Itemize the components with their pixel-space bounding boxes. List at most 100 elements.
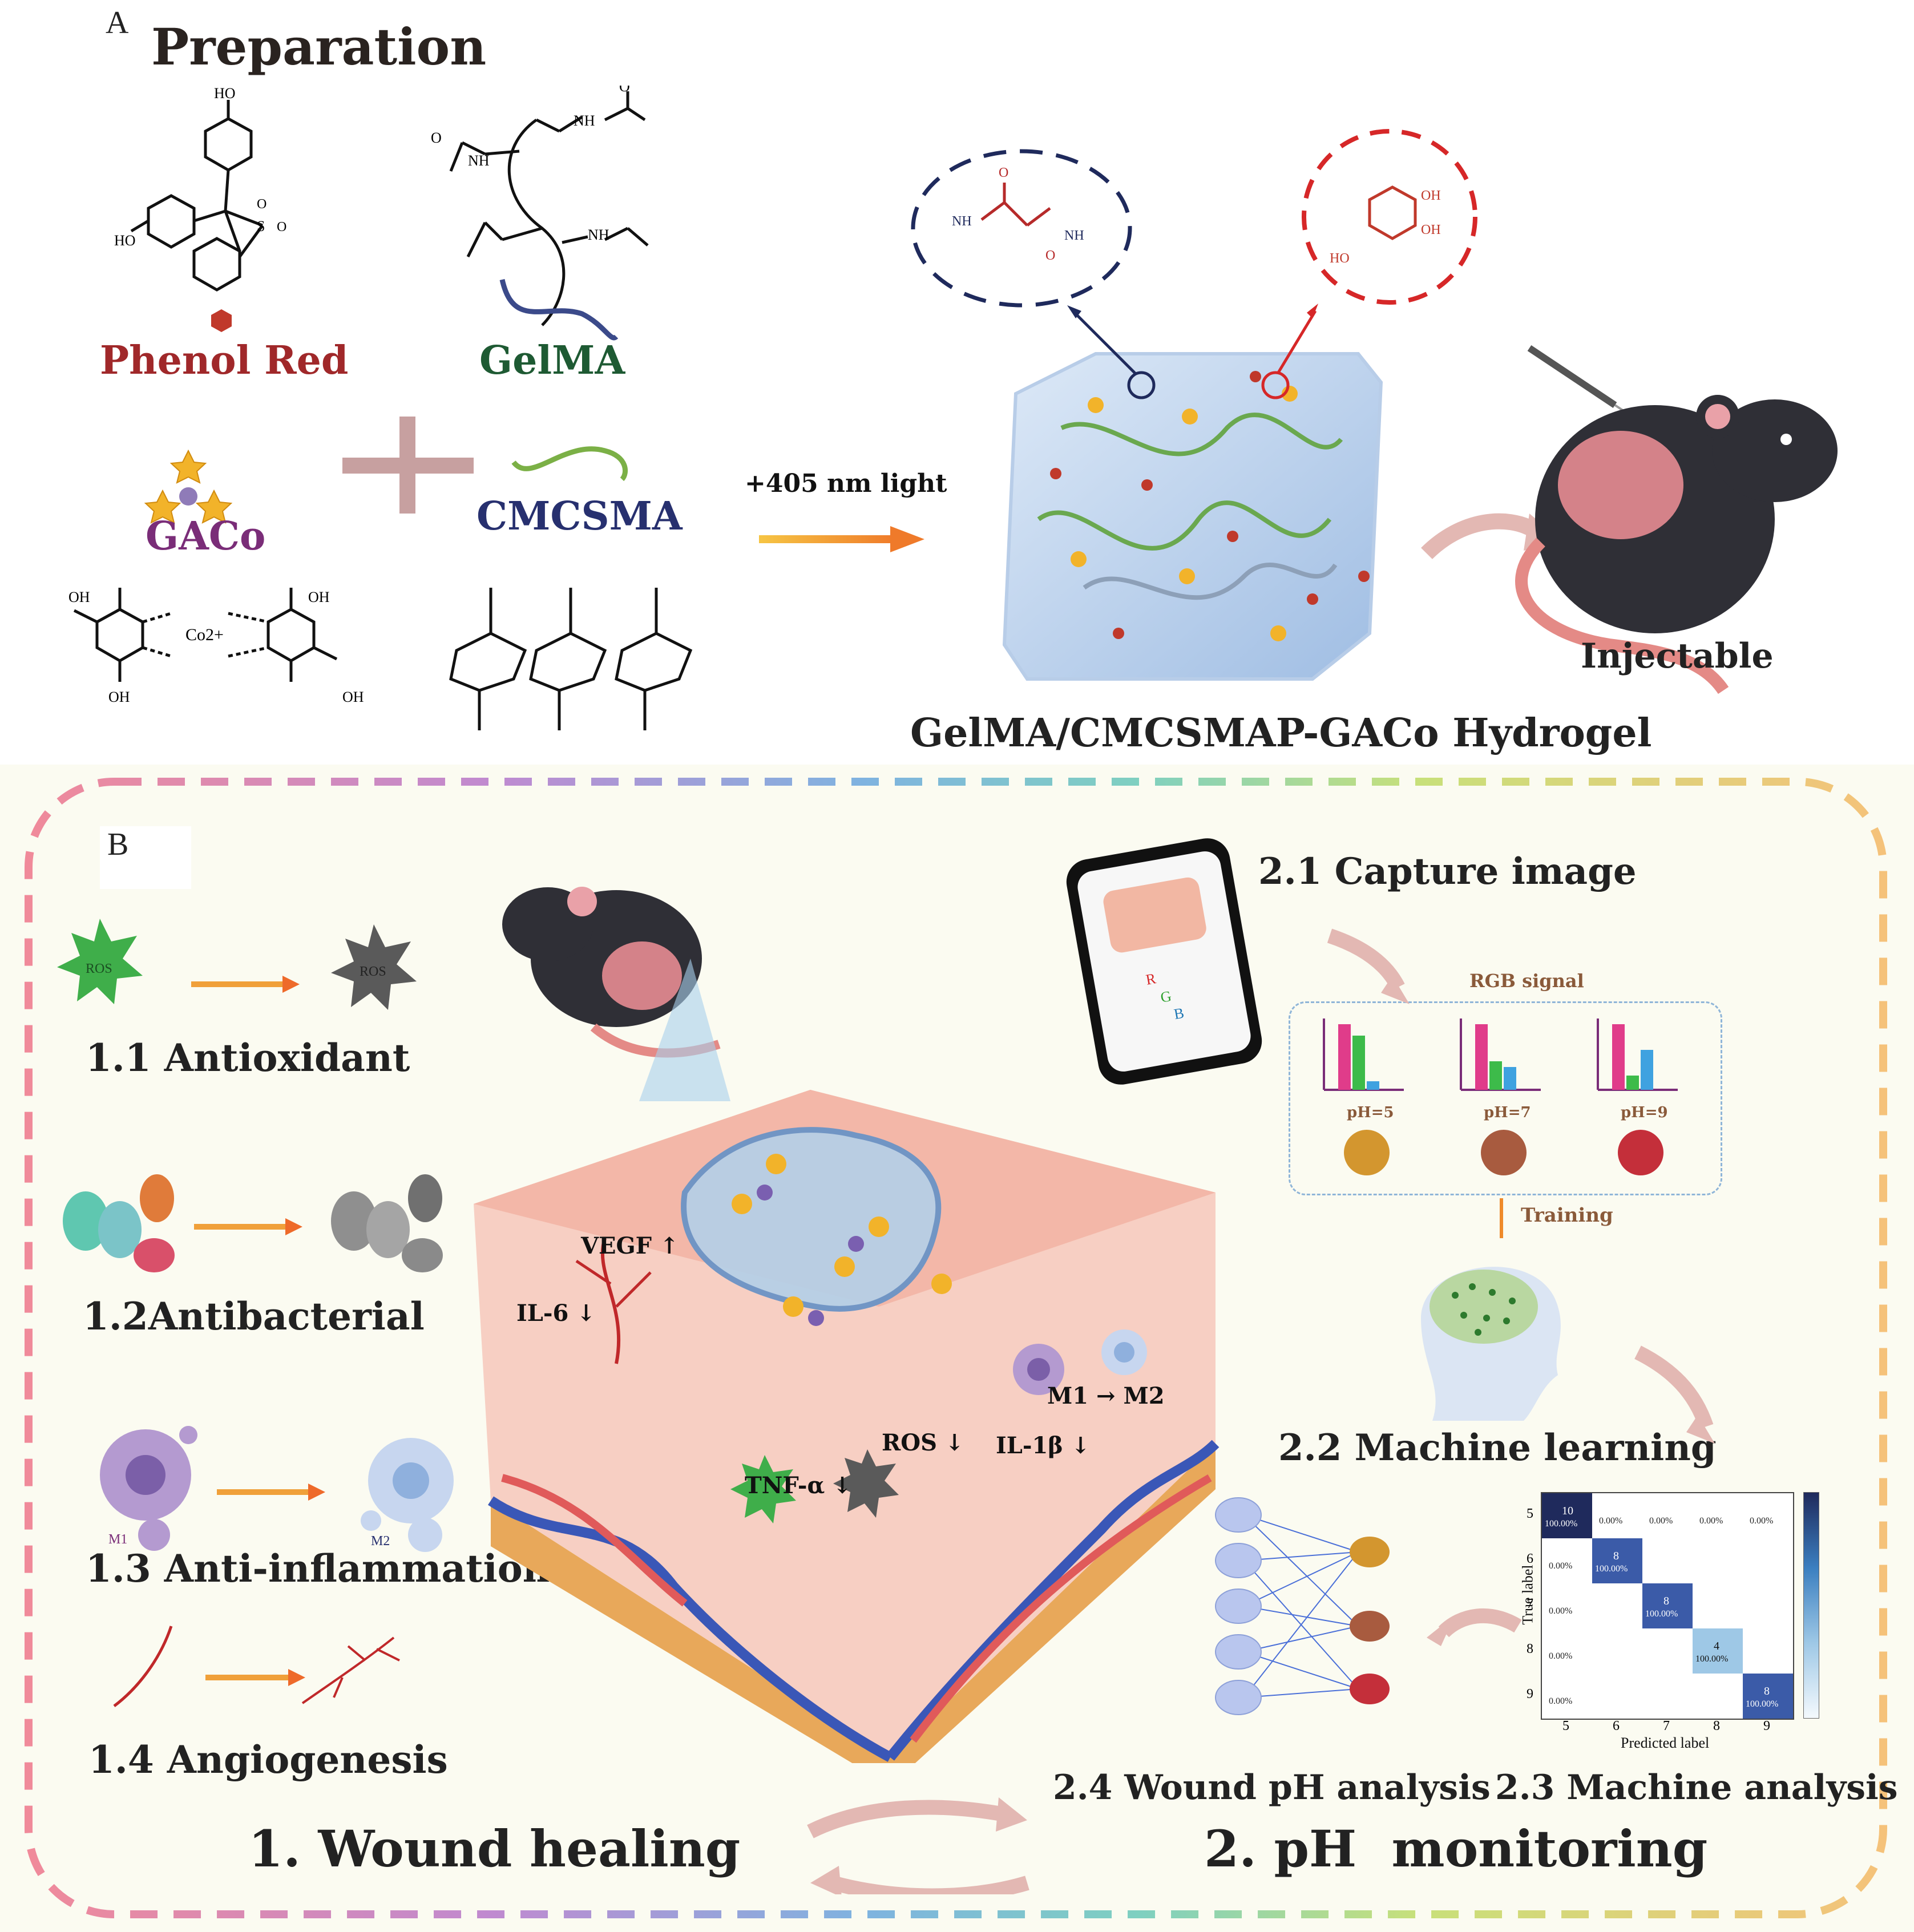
cm-count-2: 8 xyxy=(1663,1595,1669,1607)
vessel-branched xyxy=(301,1636,400,1704)
light-arrow-shaft xyxy=(759,535,896,543)
gelma-nh-3: NH xyxy=(588,227,609,243)
label-machine-analysis: 2.3 Machine analysis xyxy=(1495,1768,1898,1808)
neural-network xyxy=(1215,1497,1390,1715)
hbond-oh-2: OH xyxy=(1421,223,1441,237)
cm-cell-3-3 xyxy=(1693,1628,1743,1674)
gaco-icon xyxy=(144,449,233,524)
cm-row-label-7: 7 xyxy=(1527,1596,1533,1611)
gaco-oh-1: OH xyxy=(68,589,90,605)
gelma-o-1: O xyxy=(431,130,442,146)
training-arrow xyxy=(1500,1198,1503,1238)
ros-tag-right: ROS xyxy=(360,964,386,979)
anti-inflammation-arrow xyxy=(217,1489,311,1495)
ros-star-wound-grey xyxy=(833,1449,899,1518)
brain-head-icon xyxy=(1421,1267,1561,1421)
cm-col-label-9: 9 xyxy=(1763,1719,1770,1733)
ros-tag-left: ROS xyxy=(86,961,112,976)
label-antibacterial: 1.2Antibacterial xyxy=(83,1294,425,1339)
panel-b-letter-box xyxy=(100,826,191,889)
rgb-signal-box xyxy=(1289,1001,1722,1195)
bacteria-colored xyxy=(63,1174,175,1272)
cmcsma-chain xyxy=(511,446,628,482)
cmcsma-label: CMCSMA xyxy=(477,494,683,539)
ros-star-grey xyxy=(331,924,417,1010)
cm-off-0-4: 0.00% xyxy=(1750,1516,1774,1526)
label-vegf: VEGF ↑ xyxy=(581,1232,679,1259)
rgb-bar-charts xyxy=(1323,1018,1678,1175)
gelma-nh-1: NH xyxy=(574,112,595,129)
wound-mouse xyxy=(502,887,721,1058)
cm-cell-1-1 xyxy=(1592,1538,1642,1583)
phenol-ho-left: HO xyxy=(114,232,136,249)
cm-count-3: 4 xyxy=(1714,1640,1719,1652)
antioxidant-arrow xyxy=(191,981,285,987)
cm-colorbar xyxy=(1803,1492,1819,1719)
cm-cell-0-0 xyxy=(1542,1493,1592,1538)
panel-b-flow-arrows xyxy=(807,928,1715,1894)
nn-output-ph5 xyxy=(1350,1537,1390,1567)
hydrogel-cube xyxy=(1002,304,1383,681)
cm-off-3-0: 0.00% xyxy=(1549,1651,1573,1661)
label-il6-text: IL-6 xyxy=(516,1300,569,1327)
cm-off-0-3: 0.00% xyxy=(1699,1516,1723,1526)
nn-output-ph9 xyxy=(1350,1674,1390,1704)
phenol-red-label: Phenol Red xyxy=(100,338,349,383)
bacteria-grey xyxy=(331,1174,443,1272)
cm-off-0-1: 0.00% xyxy=(1599,1516,1623,1526)
healing-icons: ROS ROS M1 M2 xyxy=(57,919,454,1707)
cm-off-4-0: 0.00% xyxy=(1549,1696,1573,1706)
label-m1m2: M1 → M2 xyxy=(1047,1383,1165,1409)
phenol-red-hexagon xyxy=(211,309,232,332)
cm-off-2-0: 0.00% xyxy=(1549,1606,1573,1616)
panel-a-letter: A xyxy=(106,5,129,41)
cm-count-1: 8 xyxy=(1613,1550,1619,1562)
hbond-ho: HO xyxy=(1330,251,1350,266)
cm-row-label-5: 5 xyxy=(1527,1506,1533,1521)
gelma-nh-2: NH xyxy=(468,152,490,169)
label-il1b: IL-1β ↓ xyxy=(996,1432,1091,1459)
label-machine-learning: 2.2 Machine learning xyxy=(1278,1426,1717,1469)
wound-hydrogel xyxy=(681,1127,952,1326)
antibacterial-arrow xyxy=(194,1224,288,1230)
panel-b-letter: B xyxy=(107,827,129,862)
cm-off-0-2: 0.00% xyxy=(1649,1516,1673,1526)
gaco-oh-2: OH xyxy=(108,689,130,705)
macrophage-m2 xyxy=(361,1438,454,1552)
label-wound-ph-analysis: 2.4 Wound pH analysis xyxy=(1053,1768,1491,1808)
confusion-matrix: 10 8 8 4 8 100.00% 100.00% 100.00% 100.0… xyxy=(1541,1492,1794,1720)
hbond-red-circle xyxy=(1302,129,1477,305)
label-angiogenesis: 1.4 Angiogenesis xyxy=(88,1737,448,1782)
phenol-red-structure xyxy=(130,100,264,292)
label-tnf-text: TNF-α xyxy=(745,1472,825,1499)
cm-col-label-7: 7 xyxy=(1663,1719,1670,1733)
hydrogel-label: GelMA/CMCSMAP-GACo Hydrogel xyxy=(910,710,1652,756)
rgb-signal-title: RGB signal xyxy=(1469,970,1584,992)
crosslink-nh-2: NH xyxy=(1064,228,1084,243)
gaco-label: GACo xyxy=(146,514,266,559)
label-ros-text: ROS xyxy=(882,1429,937,1456)
title-wound-healing: 1. Wound healing xyxy=(248,1819,741,1878)
phenol-o-2: O xyxy=(257,197,266,212)
cm-col-label-8: 8 xyxy=(1713,1719,1720,1733)
crosslink-blue-ellipse xyxy=(911,149,1132,308)
injectable-mouse xyxy=(1515,345,1838,694)
ph7-label: pH=7 xyxy=(1484,1104,1531,1121)
gaco-cobalt: Co2+ xyxy=(185,625,224,644)
cm-cell-2-2 xyxy=(1642,1583,1693,1628)
cm-row-label-9: 9 xyxy=(1527,1687,1533,1701)
macrophage-m1 xyxy=(100,1426,197,1551)
hbond-ring xyxy=(1368,185,1417,240)
phenol-ho-top: HO xyxy=(214,86,236,102)
label-antioxidant: 1.1 Antioxidant xyxy=(86,1036,410,1080)
gelma-chain xyxy=(499,279,619,341)
plus-horizontal xyxy=(342,458,474,474)
label-anti-inflammation: 1.3 Anti-inflammation xyxy=(86,1546,550,1591)
hbond-oh-1: OH xyxy=(1421,188,1441,203)
cm-col-label-5: 5 xyxy=(1562,1719,1569,1733)
cm-count-0: 10 xyxy=(1562,1505,1573,1517)
cm-count-4: 8 xyxy=(1764,1685,1770,1697)
panel-b-dashed-frame xyxy=(25,778,1887,1918)
gelma-o-2: O xyxy=(619,86,630,95)
panel-a-title: Preparation xyxy=(151,17,487,76)
